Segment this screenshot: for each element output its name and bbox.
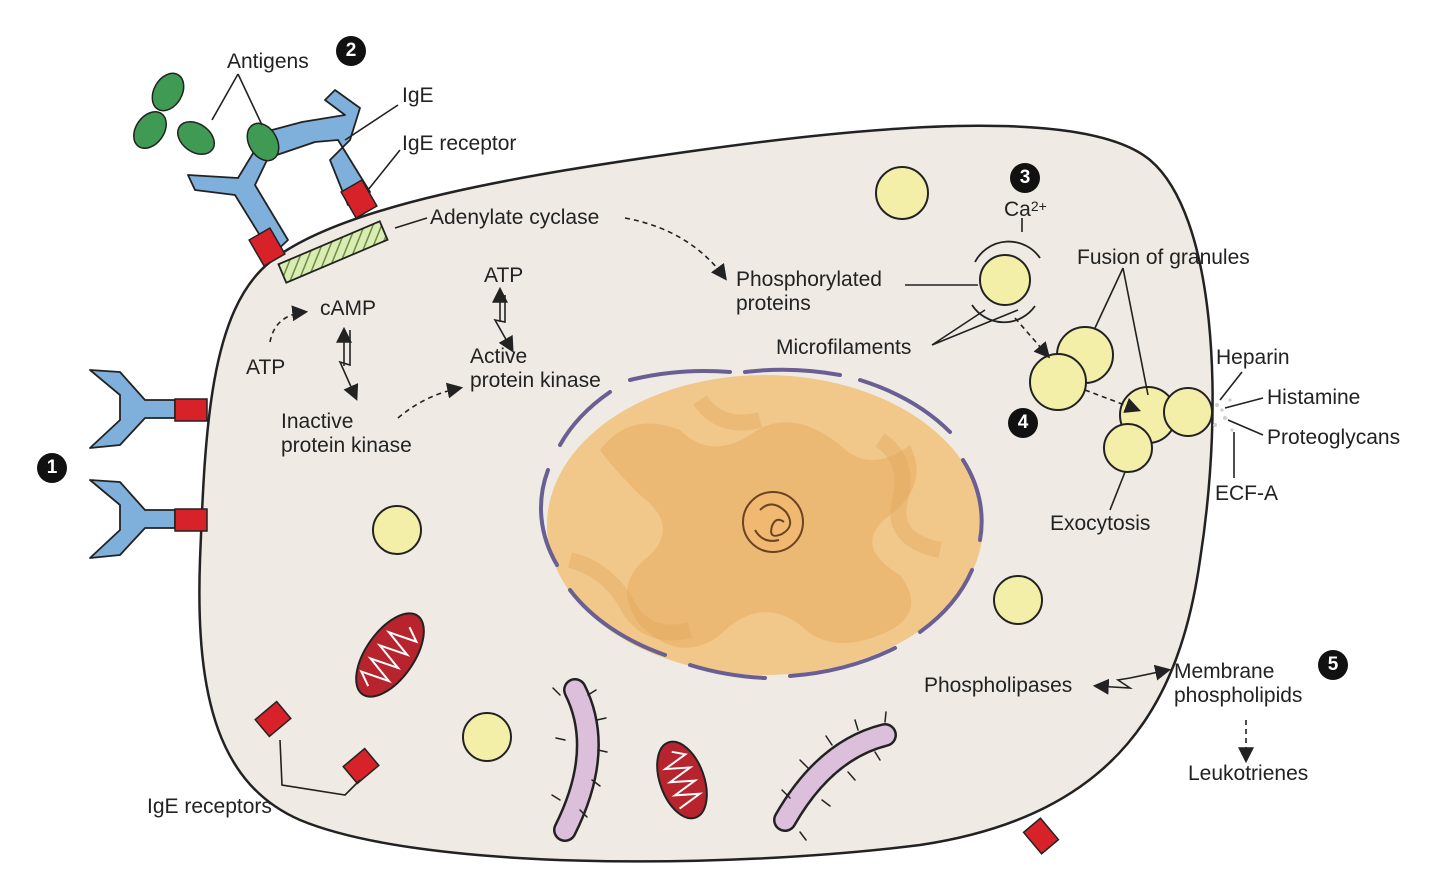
- release-spray: [1213, 398, 1234, 432]
- label-fusion-of-granules: Fusion of granules: [1077, 246, 1250, 269]
- label-leukotrienes: Leukotrienes: [1188, 762, 1309, 785]
- nucleus: [539, 367, 984, 680]
- label-histamine: Histamine: [1267, 386, 1361, 409]
- left-ige-receptors: [89, 369, 208, 559]
- label-camp: cAMP: [320, 297, 377, 320]
- free-ige-receptors: [254, 700, 1060, 855]
- step-badge-3: 3: [1010, 163, 1040, 193]
- label-ige-receptors: IgE receptors: [147, 795, 272, 818]
- label-inactive-protein-kinase-1: Inactive: [281, 410, 354, 433]
- label-phospholipases: Phospholipases: [924, 674, 1073, 697]
- adenylate-cyclase-enzyme: [277, 220, 389, 284]
- label-ige-receptor: IgE receptor: [402, 132, 517, 155]
- step-badge-5: 5: [1318, 650, 1348, 680]
- label-membrane-2: phospholipids: [1174, 684, 1303, 707]
- label-adenylate-cyclase: Adenylate cyclase: [430, 206, 600, 229]
- mitochondria: [355, 612, 708, 820]
- label-microfilaments: Microfilaments: [776, 336, 912, 359]
- ige-antibody-complex: [187, 89, 378, 268]
- label-ige: IgE: [402, 84, 434, 107]
- label-membrane-1: Membrane: [1174, 660, 1275, 683]
- label-inactive-protein-kinase-2: protein kinase: [281, 434, 412, 457]
- label-phosphorylated-1: Phosphorylated: [736, 268, 882, 291]
- label-calcium-symbol: Ca: [1004, 198, 1031, 221]
- granules: [372, 166, 1043, 762]
- label-atp-mid: ATP: [484, 264, 524, 287]
- label-ecf-a: ECF-A: [1215, 482, 1278, 505]
- label-phosphorylated-2: proteins: [736, 292, 811, 315]
- label-antigens: Antigens: [227, 50, 309, 73]
- label-calcium-charge: 2+: [1030, 198, 1047, 214]
- step-badge-4: 4: [1008, 408, 1038, 438]
- nucleolus: [742, 491, 804, 553]
- label-exocytosis: Exocytosis: [1050, 512, 1151, 535]
- rough-er: [551, 678, 897, 842]
- label-active-protein-kinase-1: Active: [470, 345, 528, 368]
- fusing-granules: [1029, 326, 1213, 473]
- step-badge-2: 2: [336, 36, 366, 66]
- label-active-protein-kinase-2: protein kinase: [470, 369, 601, 392]
- step-badge-1: 1: [37, 453, 67, 483]
- nuclear-envelope: [539, 367, 984, 680]
- label-atp-left: ATP: [246, 356, 286, 379]
- label-heparin: Heparin: [1216, 346, 1290, 369]
- label-proteoglycans: Proteoglycans: [1267, 426, 1401, 449]
- pathway-arrows: [269, 217, 1254, 764]
- antigens: [133, 72, 280, 162]
- leader-lines: [211, 73, 1264, 796]
- label-calcium: Ca2+: [1004, 198, 1047, 222]
